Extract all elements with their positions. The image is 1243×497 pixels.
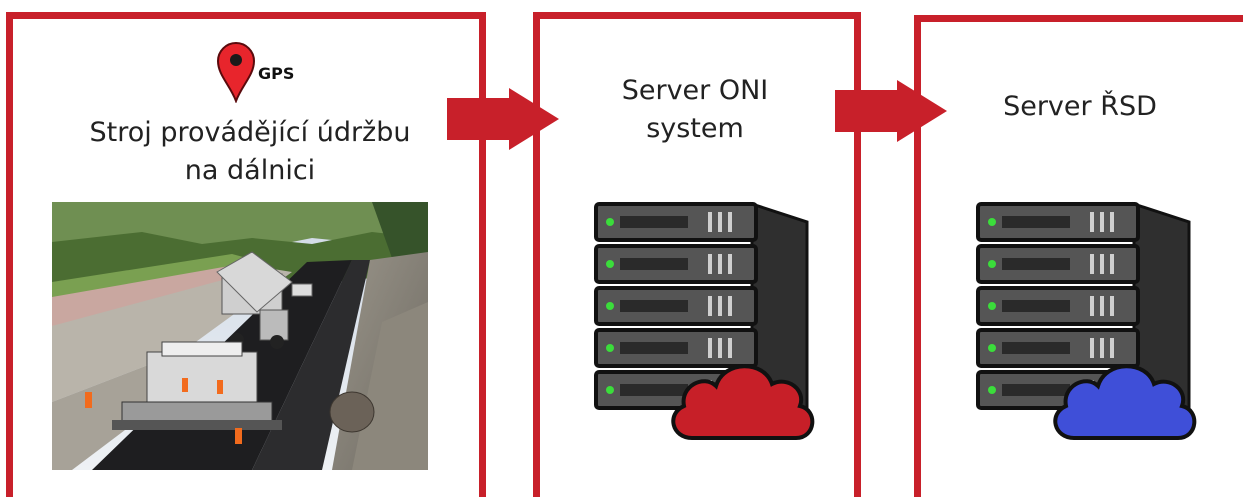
machine-title-line2: na dálnici: [184, 155, 316, 186]
arrow-right-icon: [447, 88, 559, 150]
machine-title: Stroj provádějící údržbu na dálnici: [60, 114, 440, 190]
server-rack-icon: [594, 201, 815, 440]
cloud-icon-2: [1053, 364, 1197, 440]
cloud-icon: [671, 364, 815, 440]
server-rack-icon-2: [976, 201, 1197, 440]
server-units: [594, 201, 809, 412]
machine-panel: [6, 12, 486, 497]
gps-label: GPS: [258, 64, 295, 83]
road-paving-photo: [52, 202, 428, 470]
machine-title-line1: Stroj provádějící údržbu: [89, 117, 411, 148]
oni-title: Server ONI system: [560, 72, 830, 148]
oni-server-panel: [533, 12, 861, 497]
map-pin-icon: [216, 42, 256, 103]
oni-title-line2: system: [646, 113, 744, 144]
rsd-server-panel: [914, 15, 1243, 497]
oni-title-line1: Server ONI: [621, 75, 769, 106]
rsd-title: Server ŘSD: [1003, 91, 1157, 122]
